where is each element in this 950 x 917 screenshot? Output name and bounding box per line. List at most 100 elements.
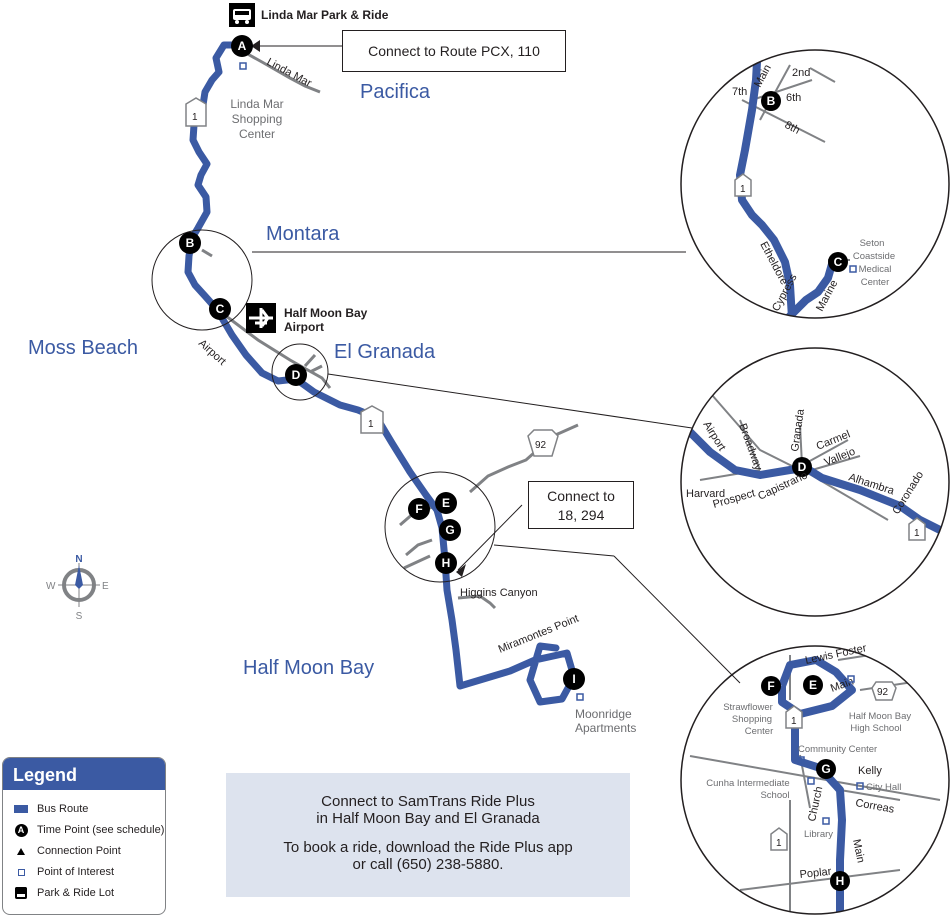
svg-text:Strawflower: Strawflower [723, 702, 773, 713]
city-pacifica: Pacifica [360, 81, 431, 103]
poi-square-icon [239, 62, 247, 70]
svg-text:Granada: Granada [789, 407, 807, 452]
svg-text:Correas: Correas [854, 797, 895, 816]
legend-item-time-point: A Time Point (see schedule) [13, 823, 164, 837]
svg-text:Coastside: Coastside [853, 251, 895, 262]
bus-route [184, 41, 578, 706]
legend-item-poi: Point of Interest [13, 865, 114, 879]
ride-plus-panel: Connect to SamTrans Ride Plus in Half Mo… [226, 773, 630, 897]
svg-text:N: N [75, 554, 82, 565]
svg-text:Main: Main [850, 838, 867, 864]
svg-text:Center: Center [745, 726, 774, 737]
linda-mar-road [243, 50, 321, 94]
svg-text:S: S [76, 611, 83, 622]
svg-text:I: I [572, 672, 575, 686]
svg-text:B: B [767, 94, 776, 108]
svg-text:Church: Church [806, 785, 825, 822]
street-airport: Airport [196, 337, 228, 368]
airplane-icon [246, 303, 276, 333]
svg-text:2nd: 2nd [792, 67, 810, 79]
svg-text:1: 1 [192, 112, 198, 123]
airport-name-2: Airport [284, 320, 324, 334]
poi-square-icon [847, 675, 855, 683]
poi-moonridge-2: Apartments [575, 721, 636, 735]
ride-plus-line2: in Half Moon Bay and El Granada [316, 810, 540, 827]
svg-text:Poplar: Poplar [799, 866, 832, 881]
legend-panel: Legend Bus Route A Time Point (see sched… [2, 757, 166, 915]
svg-text:7th: 7th [732, 86, 747, 98]
legend-title: Legend [3, 758, 165, 790]
airport-road [217, 308, 332, 389]
zoom-circle-el-granada [271, 343, 329, 401]
svg-text:92: 92 [535, 440, 547, 451]
svg-text:Seton: Seton [860, 238, 885, 249]
zoom-circle-half-moon-bay [384, 471, 496, 583]
city-el-granada: El Granada [334, 341, 436, 363]
svg-text:Library: Library [804, 829, 833, 840]
poi-square-icon [807, 777, 815, 785]
svg-text:C: C [216, 302, 225, 316]
poi-linda-mar-3: Center [239, 127, 275, 141]
zoom-circles [151, 45, 741, 684]
poi-linda-mar-1: Linda Mar [230, 97, 283, 111]
callout-h-line1: Connect to [547, 488, 615, 504]
svg-text:Medical: Medical [859, 264, 892, 275]
svg-text:Community Center: Community Center [798, 744, 877, 755]
airport-name: Half Moon Bay [284, 306, 368, 320]
svg-text:E: E [442, 496, 450, 510]
poi-square-icon [576, 693, 584, 701]
connection-arrow-a [251, 40, 260, 52]
svg-text:Half Moon Bay: Half Moon Bay [849, 711, 912, 722]
legend-item-connection: Connection Point [13, 844, 121, 858]
svg-text:Harvard: Harvard [686, 488, 725, 500]
svg-text:Shopping: Shopping [732, 714, 772, 725]
svg-text:W: W [46, 581, 56, 592]
svg-text:H: H [836, 874, 845, 888]
higgins-canyon-road [457, 594, 497, 610]
triangle-icon [13, 844, 29, 858]
svg-text:D: D [798, 460, 807, 474]
hwy1-shield-main: 1 [185, 97, 207, 127]
svg-text:1: 1 [740, 184, 746, 195]
city-half-moon-bay: Half Moon Bay [243, 657, 374, 679]
connection-callout-a: Connect to Route PCX, 110 [342, 30, 566, 72]
poi-square-icon [13, 865, 29, 879]
ride-plus-line4: or call (650) 238-5880. [352, 856, 504, 873]
svg-text:C: C [834, 255, 843, 269]
hwy92-shield-main: 92 [527, 429, 559, 457]
svg-text:Center: Center [861, 277, 890, 288]
svg-text:H: H [442, 556, 451, 570]
svg-text:Cunha Intermediate: Cunha Intermediate [706, 778, 789, 789]
hwy1-shield-el-granada: 1 [360, 405, 384, 434]
svg-text:1: 1 [914, 528, 920, 539]
ride-plus-line3: To book a ride, download the Ride Plus a… [283, 839, 573, 856]
legend-item-park-ride: Park & Ride Lot [13, 886, 114, 900]
poi-square-icon [849, 265, 857, 273]
svg-text:1: 1 [368, 419, 374, 430]
street-higgins-canyon: Higgins Canyon [460, 587, 538, 599]
svg-text:High School: High School [850, 723, 901, 734]
compass-icon: N S E W [46, 554, 109, 622]
poi-square-icon [856, 782, 864, 790]
poi-square-icon [822, 817, 830, 825]
time-points-main: A B C D E F G H I [179, 35, 585, 690]
svg-text:F: F [767, 679, 774, 693]
svg-text:F: F [415, 502, 422, 516]
svg-text:1: 1 [791, 716, 797, 727]
svg-text:G: G [821, 762, 830, 776]
svg-text:1: 1 [776, 838, 782, 849]
park-ride-icon [229, 3, 255, 27]
street-linda-mar: Linda Mar [265, 56, 314, 90]
poi-moonridge-1: Moonridge [575, 707, 632, 721]
svg-text:Kelly: Kelly [858, 765, 882, 777]
svg-text:Broadway: Broadway [736, 422, 764, 473]
time-point-icon: A [13, 823, 29, 837]
svg-text:6th: 6th [786, 92, 801, 104]
city-moss-beach: Moss Beach [28, 337, 138, 359]
svg-text:G: G [445, 523, 454, 537]
poi-linda-mar-2: Shopping [232, 112, 283, 126]
city-montara: Montara [266, 223, 340, 245]
route-line-icon [13, 802, 29, 816]
svg-text:B: B [186, 236, 195, 250]
